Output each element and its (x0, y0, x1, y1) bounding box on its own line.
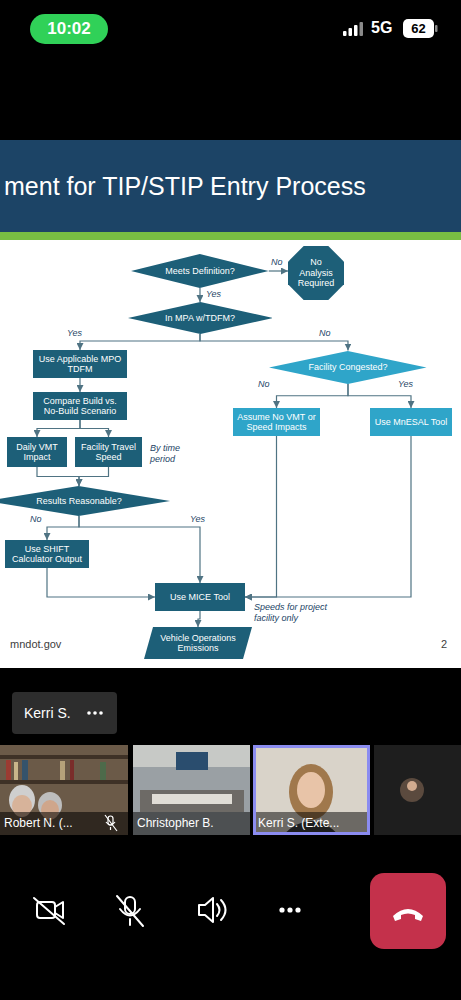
video-tile (253, 745, 370, 835)
node-text: Vehicle Operations Emissions (155, 633, 241, 654)
node-text: Use SHIFT Calculator Output (9, 544, 85, 565)
decision-diamond-fill (131, 254, 269, 288)
clock-pill (30, 14, 108, 44)
camera-off-icon (34, 898, 64, 924)
process-box: Assume No VMT or Speed Impacts (233, 408, 320, 436)
node-text: In MPA w/TDFM? (165, 313, 235, 323)
process-box: Compare Build vs. No-Build Scenario (33, 392, 127, 420)
node-text: Compare Build vs. No-Build Scenario (37, 396, 123, 417)
node-text: No Analysis Required (294, 257, 338, 288)
node-text: Assume No VMT or Speed Impacts (237, 412, 316, 433)
branch-label: No (318, 328, 332, 339)
flow-connector (245, 436, 411, 597)
output-parallelogram: Vehicle Operations Emissions (144, 627, 252, 659)
process-box: Use MICE Tool (155, 583, 245, 611)
process-box: Use Applicable MPO TDFM (33, 350, 127, 378)
flow-connector (277, 384, 348, 409)
node-text: Results Reasonable? (36, 496, 122, 506)
node-text: Use MnESAL Tool (374, 417, 448, 427)
terminal-octagon-fill (288, 246, 344, 300)
speaker-icon (199, 898, 226, 922)
video-tile (374, 745, 461, 835)
decision-diamond-fill (0, 486, 171, 516)
node-text: Facility Congested? (308, 362, 387, 372)
speaker-name: Kerri S. (24, 704, 71, 722)
slide-title-band (0, 140, 461, 232)
decision-diamond-fill (128, 302, 273, 334)
hang-up-button (370, 873, 446, 949)
terminal-octagon: No Analysis Required (288, 246, 344, 300)
decision-diamond: Meets Definition? (131, 254, 269, 288)
branch-label: No (29, 514, 43, 525)
slide-accent-strip (0, 232, 461, 240)
node-text: Daily VMT Impact (11, 442, 63, 463)
signal-bars (343, 22, 363, 36)
node-text: Facility Travel Speed (79, 442, 138, 463)
decision-diamond: Results Reasonable? (0, 486, 171, 516)
flow-connector (37, 420, 80, 437)
participant-name: Christopher B. (137, 815, 214, 831)
slide-number: 2 (441, 637, 447, 651)
phone-icon (393, 909, 423, 921)
flow-connector (80, 420, 109, 437)
more-dots (87, 711, 103, 715)
branch-label: No (270, 257, 284, 268)
video-tile (133, 745, 250, 835)
branch-label: Yes (205, 289, 222, 300)
battery-body (403, 19, 434, 38)
slide-panel (0, 140, 461, 668)
battery-level: 62 (403, 19, 434, 38)
flow-connector (79, 467, 108, 486)
clock-time: 10:02 (30, 17, 108, 41)
participant-name: Robert N. (... (4, 815, 73, 831)
flow-connector (199, 288, 200, 302)
video-tile (0, 745, 128, 835)
flow-connector (47, 516, 79, 540)
flow-connector (80, 334, 200, 350)
branch-label: Yes (66, 328, 83, 339)
mic-off-icon (117, 896, 143, 926)
speaker-tag (12, 692, 117, 734)
flow-connector (79, 516, 200, 583)
process-box: Use SHIFT Calculator Output (5, 540, 89, 568)
branch-label: Yes (189, 514, 206, 525)
node-text: Use Applicable MPO TDFM (37, 354, 123, 375)
branch-label: Yes (397, 379, 414, 390)
network-type: 5G (371, 18, 392, 38)
flow-connector (245, 436, 277, 597)
output-parallelogram-fill (144, 627, 252, 659)
annotation-note: By time period (150, 443, 194, 465)
slide-footer: mndot.gov (10, 637, 61, 651)
node-text: Use MICE Tool (159, 592, 241, 602)
flow-connector (269, 270, 288, 271)
process-box: Facility Travel Speed (75, 437, 142, 467)
annotation-note: Speeds for project facility only (254, 602, 346, 624)
flow-connector (79, 378, 80, 392)
participant-name: Kerri S. (Exte... (258, 815, 339, 831)
process-box: Daily VMT Impact (7, 437, 67, 467)
process-box: Use MnESAL Tool (370, 408, 452, 436)
node-text: Meets Definition? (165, 266, 235, 276)
flow-connector (47, 568, 155, 597)
battery-nub (435, 25, 438, 32)
decision-diamond: In MPA w/TDFM? (128, 302, 273, 334)
flow-connector (198, 611, 200, 627)
more-dots (279, 907, 300, 912)
slide-title: ment for TIP/STIP Entry Process (4, 170, 366, 202)
flow-connector (37, 467, 79, 486)
branch-label: No (257, 379, 271, 390)
